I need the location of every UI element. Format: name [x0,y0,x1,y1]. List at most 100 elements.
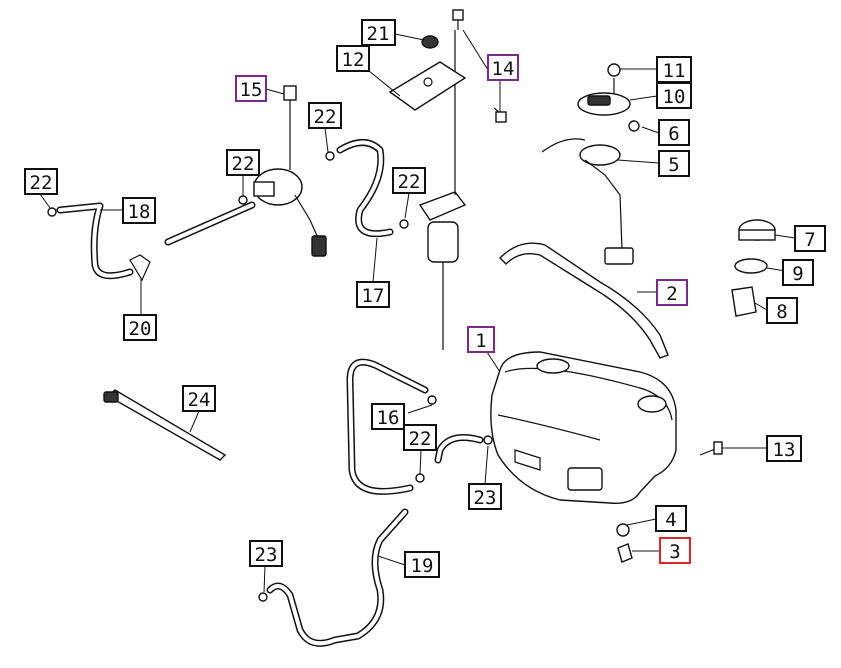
callout-3-label: 3 [669,541,680,563]
hose-16-illustration [346,358,429,495]
callout-13-box [766,435,802,462]
callout-6[interactable]: 6 [658,119,690,146]
callout-22-lower-box [403,424,437,451]
callout-11-box [656,56,692,83]
callout-24-box [182,385,216,412]
hose-17-illustration [336,139,394,238]
callout-2-label: 2 [666,283,677,305]
callout-12-box [336,45,370,72]
callout-3[interactable]: 3 [659,537,691,564]
cable-tie-illustration [103,389,227,461]
callout-4-box [655,505,687,532]
callout-7-box [794,225,826,252]
hose-18-illustration [56,202,151,282]
callout-5-label: 5 [668,154,679,176]
callout-13-label: 13 [773,439,796,461]
callout-18-label: 18 [128,201,151,223]
callout-8[interactable]: 8 [766,297,798,324]
callout-7-label: 7 [804,229,815,251]
callout-22-filter-box [392,167,426,194]
fuel-sender-illustration [541,63,640,265]
callout-15[interactable]: 15 [235,75,267,102]
callout-16[interactable]: 16 [371,403,405,430]
callout-22-lower-label: 22 [409,428,432,450]
callout-7[interactable]: 7 [794,225,826,252]
callout-19[interactable]: 19 [404,551,440,578]
callout-23-middle-label: 23 [474,487,497,509]
callout-4-label: 4 [665,509,676,531]
callout-1[interactable]: 1 [467,326,495,353]
callout-19-box [404,551,440,578]
callout-14-box [487,54,519,81]
callout-16-box [371,403,405,430]
callout-1-box [467,326,495,353]
callout-21-label: 21 [367,23,390,45]
callout-22-pump-box [226,149,260,176]
callout-23-bottom-box [249,540,283,567]
callout-22-top-box [308,102,342,129]
callout-17-label: 17 [362,285,385,307]
callout-19-label: 19 [411,555,434,577]
callout-14[interactable]: 14 [487,54,519,81]
fuel-tank-illustration [490,351,677,504]
callout-6-label: 6 [668,123,679,145]
filler-neck-illustration [731,219,776,317]
callout-8-box [766,297,798,324]
callout-5-box [658,150,690,177]
callout-11-label: 11 [663,60,686,82]
callout-21-box [361,19,396,46]
pipe-to-pump-illustration [164,201,256,246]
callout-2-box [656,279,688,306]
callout-22-top[interactable]: 22 [308,102,342,129]
callout-22-pump[interactable]: 22 [226,149,260,176]
callout-17-box [356,281,390,308]
callout-10[interactable]: 10 [656,82,692,109]
callout-9[interactable]: 9 [782,259,814,286]
callout-10-label: 10 [663,86,686,108]
callout-17[interactable]: 17 [356,281,390,308]
callout-12-label: 12 [342,49,365,71]
fuel-filter-illustration [418,30,467,350]
callout-24-label: 24 [188,389,211,411]
mounting-plate-illustration [388,9,507,123]
callout-11[interactable]: 11 [656,56,692,83]
callout-13[interactable]: 13 [766,435,802,462]
callout-23-middle[interactable]: 23 [468,483,502,510]
clamps-illustration [47,151,723,602]
callout-20-box [123,314,157,341]
leader-lines [39,29,796,593]
callout-24[interactable]: 24 [182,385,216,412]
callout-16-label: 16 [377,407,400,429]
callout-22-top-label: 22 [314,106,337,128]
callout-22-left-box [24,168,58,195]
callout-5[interactable]: 5 [658,150,690,177]
hose-19-illustration [266,434,484,647]
callout-12[interactable]: 12 [336,45,370,72]
callout-20[interactable]: 20 [123,314,157,341]
callout-9-label: 9 [792,263,803,285]
callout-22-filter[interactable]: 22 [392,167,426,194]
callout-8-label: 8 [776,301,787,323]
fuel-pump-illustration [253,85,327,257]
callout-6-box [658,119,690,146]
callout-22-left[interactable]: 22 [24,168,58,195]
callout-15-label: 15 [240,79,263,101]
callout-23-bottom-label: 23 [255,544,278,566]
callout-15-box [235,75,267,102]
callout-2[interactable]: 2 [656,279,688,306]
callout-22-lower[interactable]: 22 [403,424,437,451]
callout-23-bottom[interactable]: 23 [249,540,283,567]
tank-strap-illustration [499,242,669,359]
callout-21[interactable]: 21 [361,19,396,46]
callout-3-box [659,537,691,564]
callout-1-label: 1 [475,330,486,352]
callout-22-filter-label: 22 [398,171,421,193]
callout-4[interactable]: 4 [655,505,687,532]
callout-18[interactable]: 18 [122,197,156,224]
callout-14-label: 14 [492,58,515,80]
callout-20-label: 20 [129,318,152,340]
callout-22-pump-label: 22 [232,153,255,175]
callout-23-middle-box [468,483,502,510]
